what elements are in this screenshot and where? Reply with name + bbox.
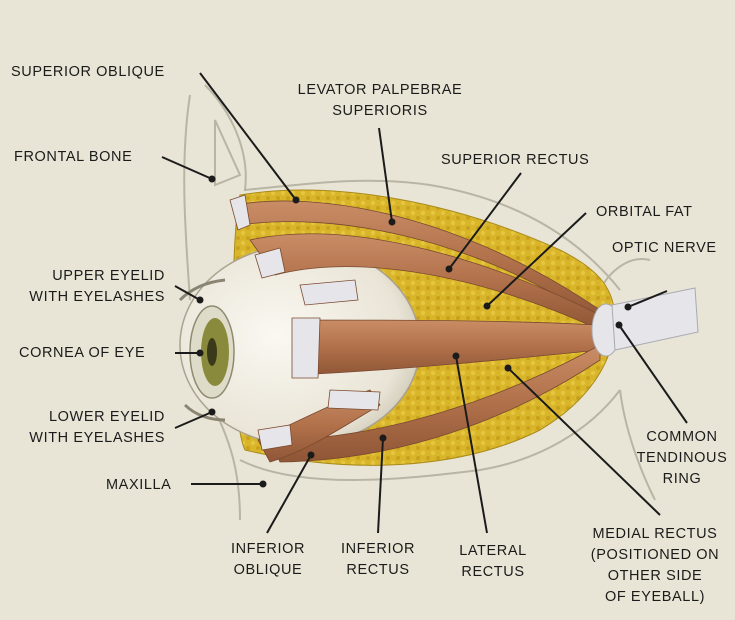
label-inferior-rectus: INFERIOR RECTUS	[325, 539, 431, 581]
label-upper-eyelid-line2: WITH EYELASHES	[29, 289, 165, 305]
label-lateral-rectus: LATERAL RECTUS	[440, 541, 546, 583]
label-common-ring-line2: TENDINOUS	[636, 450, 728, 466]
label-upper-eyelid-line1: UPPER EYELID	[52, 268, 165, 284]
label-orbital-fat: ORBITAL FAT	[596, 204, 693, 220]
label-medial-rectus-line4: OF EYEBALL)	[604, 589, 706, 605]
label-lateral-rectus-line2: RECTUS	[461, 564, 525, 580]
muscles	[229, 194, 601, 463]
optic-nerve	[611, 287, 699, 351]
label-levator-palpebrae-line2: SUPERIORIS	[332, 103, 428, 119]
label-medial-rectus-line1: MEDIAL RECTUS	[592, 526, 718, 542]
label-lower-eyelid-line2: WITH EYELASHES	[29, 430, 165, 446]
upper-eyelid	[178, 278, 226, 302]
label-superior-oblique: SUPERIOR OBLIQUE	[11, 64, 165, 80]
label-cornea: CORNEA OF EYE	[19, 345, 146, 361]
label-inferior-oblique: INFERIOR OBLIQUE	[213, 539, 323, 581]
label-frontal-bone: FRONTAL BONE	[14, 149, 133, 165]
label-upper-eyelid: UPPER EYELID WITH EYELASHES	[5, 266, 165, 308]
leader-dots	[196, 175, 632, 488]
label-inferior-oblique-line1: INFERIOR	[230, 541, 306, 557]
label-optic-nerve: OPTIC NERVE	[612, 240, 717, 256]
label-common-ring-line1: COMMON	[646, 429, 718, 445]
label-lower-eyelid-line1: LOWER EYELID	[49, 409, 165, 425]
label-inferior-oblique-line2: OBLIQUE	[233, 562, 303, 578]
leader-lines	[161, 72, 688, 534]
label-levator-palpebrae-line1: LEVATOR PALPEBRAE	[297, 82, 463, 98]
label-common-tendinous-ring: COMMON TENDINOUS RING	[632, 427, 732, 490]
label-medial-rectus-line2: (POSITIONED ON	[590, 547, 720, 563]
label-maxilla: MAXILLA	[106, 477, 172, 493]
label-inferior-rectus-line2: RECTUS	[346, 562, 410, 578]
label-levator-palpebrae: LEVATOR PALPEBRAE SUPERIORIS	[270, 80, 490, 122]
label-medial-rectus-line3: OTHER SIDE	[607, 568, 703, 584]
label-lower-eyelid: LOWER EYELID WITH EYELASHES	[5, 407, 165, 449]
label-lateral-rectus-line1: LATERAL	[459, 543, 527, 559]
label-inferior-rectus-line1: INFERIOR	[340, 541, 416, 557]
label-medial-rectus: MEDIAL RECTUS (POSITIONED ON OTHER SIDE …	[577, 524, 733, 608]
label-common-ring-line3: RING	[662, 471, 702, 487]
pupil	[207, 338, 217, 366]
label-superior-rectus: SUPERIOR RECTUS	[441, 152, 590, 168]
